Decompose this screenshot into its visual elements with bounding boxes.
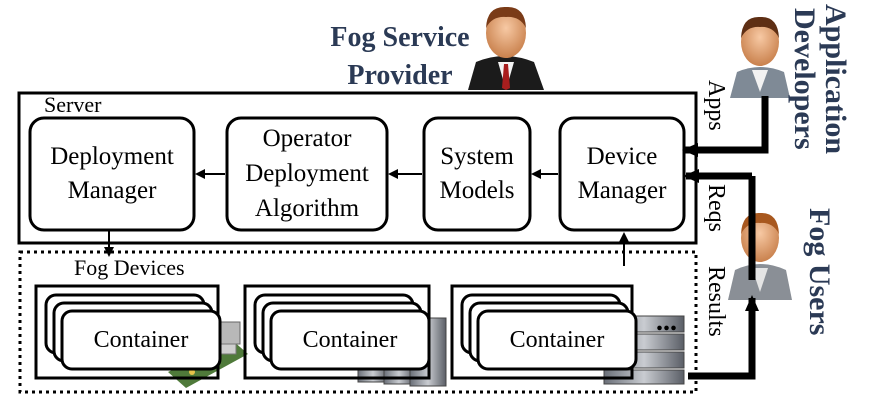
- server-label: Server: [44, 92, 102, 117]
- fog-devices-box: [18, 250, 698, 394]
- device-manager-line2: Manager: [578, 177, 668, 204]
- deployment-manager-line1: Deployment: [50, 143, 174, 170]
- device-group: Container: [243, 284, 431, 380]
- fog-devices-label: Fog Devices: [74, 255, 185, 280]
- fog-users-label: Fog Users: [803, 208, 836, 335]
- apps-flow-arrow: [682, 96, 769, 157]
- server-box: [17, 91, 698, 245]
- person-icon: [730, 16, 790, 98]
- apps-label: Apps: [703, 80, 729, 131]
- device-manager-line1: Device: [587, 143, 658, 170]
- more-devices-ellipsis: ...: [656, 306, 677, 337]
- device-manager-box: [558, 116, 686, 232]
- operator-algorithm-line3: Algorithm: [255, 195, 360, 222]
- container-label: Container: [510, 327, 605, 353]
- system-models-box: [422, 116, 532, 232]
- container-box: [60, 309, 222, 371]
- operator-algorithm-line1: Operator: [263, 125, 353, 152]
- container-label: Container: [303, 327, 398, 353]
- results-label: Results: [703, 266, 729, 337]
- provider-label-line2: Provider: [347, 60, 452, 91]
- system-models-line2: Models: [440, 177, 515, 204]
- provider-label-line1: Fog Service: [330, 22, 469, 53]
- container-box: [476, 309, 638, 371]
- person-icon: [728, 212, 792, 300]
- deployment-manager-line2: Manager: [68, 177, 158, 204]
- operator-algorithm-box: [225, 116, 389, 232]
- operator-algorithm-line2: Deployment: [245, 160, 369, 187]
- deployment-manager-box: [28, 116, 196, 232]
- system-models-line1: System: [440, 143, 514, 170]
- device-group: Container: [34, 284, 222, 380]
- device-group: Container: [450, 284, 638, 380]
- container-label: Container: [94, 327, 189, 353]
- developers-label-line2: Developers: [788, 8, 821, 150]
- reqs-label: Reqs: [703, 184, 729, 232]
- developers-label-line1: Application: [819, 4, 852, 154]
- container-box: [269, 309, 431, 371]
- person-icon: [468, 6, 544, 90]
- results-flow-arrow: [688, 295, 759, 380]
